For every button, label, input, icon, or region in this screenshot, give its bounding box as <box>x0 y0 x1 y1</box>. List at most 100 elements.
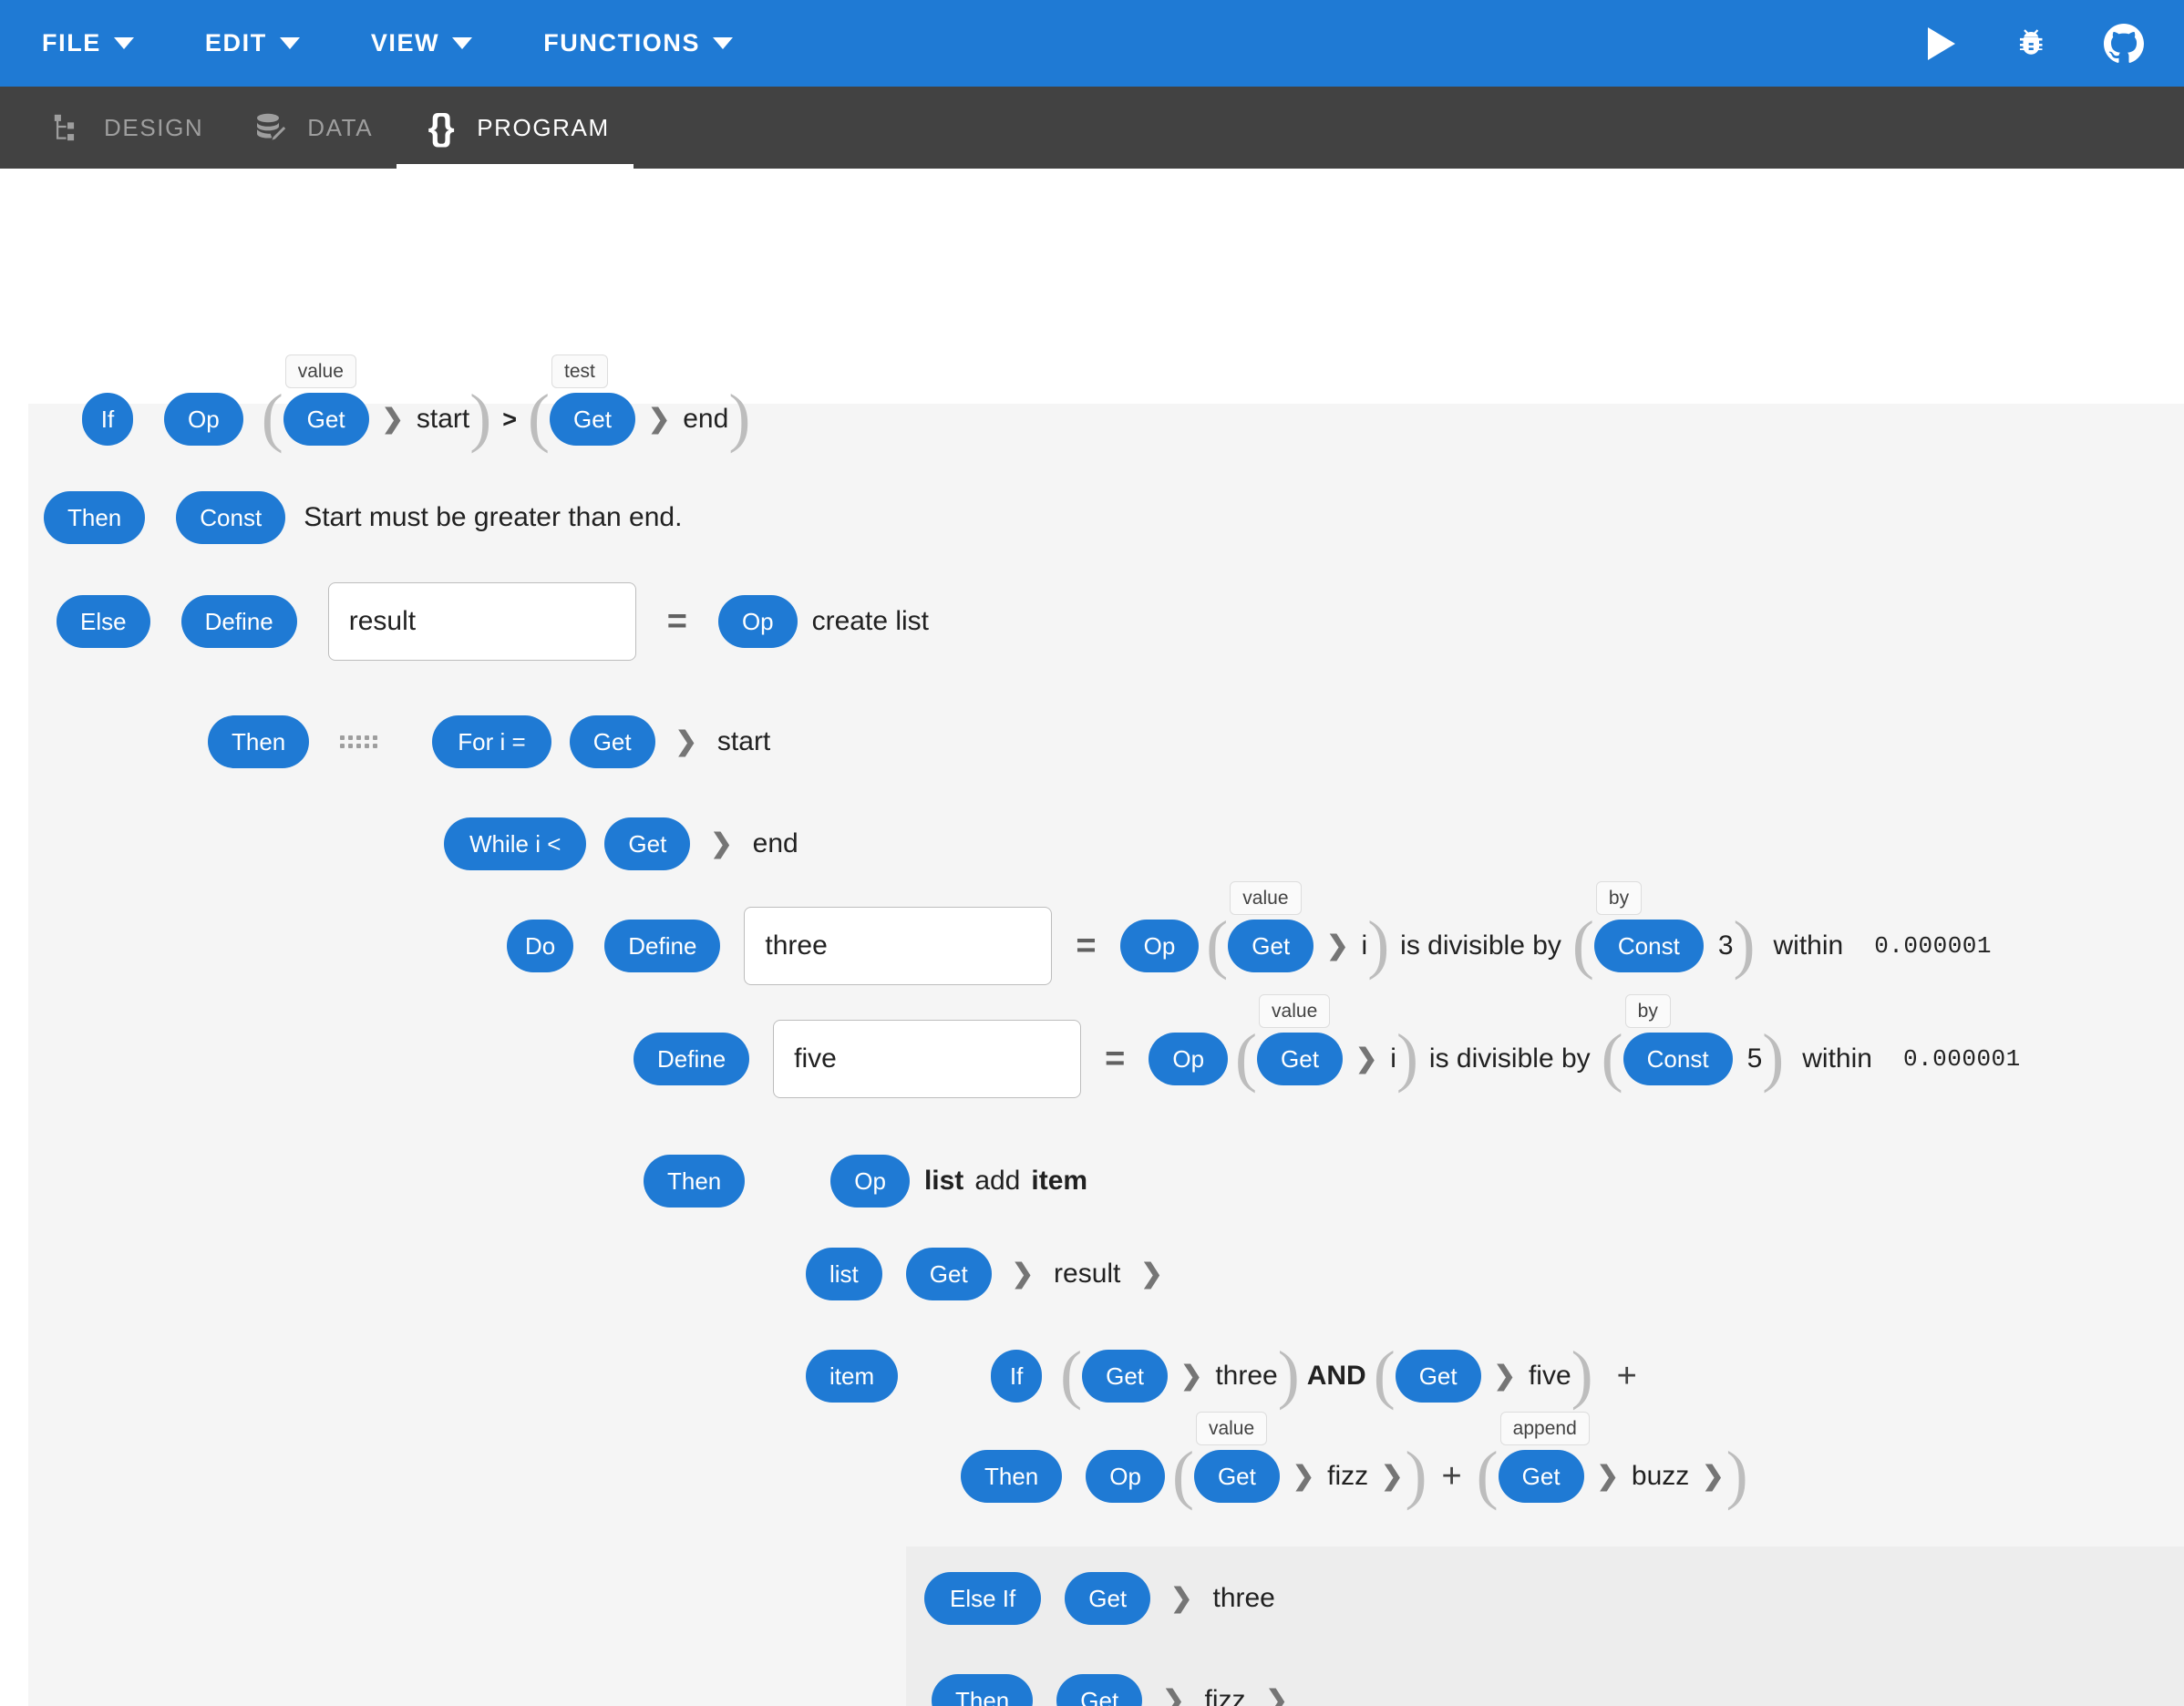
block-else[interactable]: Else <box>57 595 150 648</box>
block-then-fizz[interactable]: Then <box>932 1674 1034 1706</box>
github-button[interactable] <box>2095 15 2153 73</box>
var-three[interactable]: three <box>1215 1361 1278 1391</box>
block-get-five[interactable]: Get <box>1395 1350 1481 1403</box>
block-get-start[interactable]: Get <box>283 393 369 446</box>
var-i-five[interactable]: i <box>1390 1043 1396 1074</box>
within-label-five: within <box>1802 1043 1872 1074</box>
tab-program[interactable]: {} PROGRAM <box>397 87 634 169</box>
menu-view-label: VIEW <box>370 29 440 57</box>
var-fizz[interactable]: fizz <box>1327 1461 1369 1491</box>
run-button[interactable] <box>1912 15 1971 73</box>
block-while-i[interactable]: While i < <box>444 817 587 870</box>
chevron-right-icon: ❯ <box>1011 1259 1035 1289</box>
menu-file[interactable]: FILE <box>42 29 134 57</box>
block-op-divisible-five[interactable]: Op <box>1149 1033 1229 1085</box>
block-const-three[interactable]: Const <box>1593 920 1704 972</box>
chevron-down-icon <box>452 37 473 49</box>
tolerance-value-five[interactable]: 0.000001 <box>1902 1045 2021 1073</box>
menu-functions[interactable]: FUNCTIONS <box>543 29 734 57</box>
block-get-i-five[interactable]: Get <box>1257 1033 1343 1085</box>
const-value-five[interactable]: 5 <box>1746 1043 1763 1074</box>
var-for-start[interactable]: start <box>716 726 771 756</box>
chevron-right-icon: ❯ <box>1162 1685 1185 1706</box>
chevron-right-icon: ❯ <box>710 828 733 858</box>
operator-greater-than: > <box>502 405 518 433</box>
block-const[interactable]: Const <box>176 491 286 544</box>
var-elseif-three[interactable]: three <box>1212 1583 1275 1613</box>
socket-label-append: append <box>1499 1412 1590 1445</box>
block-get-then-fizz[interactable]: Get <box>1056 1674 1143 1706</box>
define-name-input-five[interactable]: five <box>773 1020 1082 1098</box>
chevron-down-icon <box>713 37 734 49</box>
block-elseif-three[interactable]: Else If <box>924 1572 1042 1625</box>
drag-handle[interactable] <box>340 735 378 748</box>
menu-view[interactable]: VIEW <box>370 29 473 57</box>
socket-label-value: value <box>1230 881 1302 915</box>
define-name-input-three[interactable]: three <box>744 907 1053 985</box>
block-then-listadd[interactable]: Then <box>644 1155 746 1208</box>
slot-label-list[interactable]: list <box>806 1248 882 1300</box>
block-define-five[interactable]: Define <box>634 1033 750 1085</box>
chevron-right-icon: ❯ <box>1596 1461 1619 1491</box>
block-get-i-three[interactable]: Get <box>1228 920 1314 972</box>
tolerance-value-three[interactable]: 0.000001 <box>1874 932 1993 960</box>
const-message-text[interactable]: Start must be greater than end. <box>304 502 683 532</box>
debug-button[interactable] <box>2004 15 2062 73</box>
chevron-right-icon: ❯ <box>1702 1461 1725 1491</box>
var-while-end[interactable]: end <box>752 828 798 858</box>
row-while-loop: While i < Get ❯ end <box>444 817 798 870</box>
block-op-list-add[interactable]: Op <box>830 1155 910 1208</box>
var-start[interactable]: start <box>416 404 470 434</box>
tab-design[interactable]: DESIGN <box>24 87 227 169</box>
menu-edit[interactable]: EDIT <box>205 29 300 57</box>
arg-group-value: value ( Get ❯ start ) <box>262 355 491 450</box>
arg-group-test: test ( Get ❯ end ) <box>528 355 750 450</box>
block-then-concat[interactable]: Then <box>961 1450 1063 1503</box>
arg-group-by: by ( Const 3 ) <box>1572 881 1755 977</box>
block-op-divisible-three[interactable]: Op <box>1119 920 1200 972</box>
block-if[interactable]: If <box>82 393 133 446</box>
block-do[interactable]: Do <box>507 920 574 972</box>
block-get-three[interactable]: Get <box>1082 1350 1169 1403</box>
block-op[interactable]: Op <box>164 393 243 446</box>
block-get-end[interactable]: Get <box>550 393 635 446</box>
within-label-three: within <box>1773 930 1844 961</box>
block-define-three[interactable]: Define <box>604 920 721 972</box>
block-define[interactable]: Define <box>180 595 297 648</box>
row-then-fizz: Then Get ❯ fizz ❯ <box>932 1674 1290 1706</box>
var-end[interactable]: end <box>683 404 729 434</box>
block-if-item[interactable]: If <box>991 1350 1043 1403</box>
var-five[interactable]: five <box>1528 1361 1571 1391</box>
const-value-three[interactable]: 3 <box>1717 930 1734 961</box>
block-get-elseif-three[interactable]: Get <box>1065 1572 1151 1625</box>
chevron-down-icon <box>113 37 134 49</box>
block-op-concat[interactable]: Op <box>1086 1450 1165 1503</box>
block-for-i[interactable]: For i = <box>432 715 551 768</box>
add-condition-button[interactable]: + <box>1616 1357 1637 1395</box>
block-then[interactable]: Then <box>44 491 146 544</box>
var-i-three[interactable]: i <box>1361 930 1368 961</box>
socket-label-value: value <box>284 355 356 388</box>
chevron-right-icon: ❯ <box>381 404 404 434</box>
operator-and: AND <box>1306 1361 1366 1391</box>
chevron-right-icon: ❯ <box>1170 1583 1193 1613</box>
slot-label-item[interactable]: item <box>806 1350 899 1403</box>
block-op-create-list[interactable]: Op <box>717 595 798 648</box>
var-then-fizz[interactable]: fizz <box>1204 1685 1246 1706</box>
block-get-buzz[interactable]: Get <box>1498 1450 1584 1503</box>
block-get-for-start[interactable]: Get <box>569 715 655 768</box>
block-const-five[interactable]: Const <box>1623 1033 1733 1085</box>
op-label-is-divisible-by: is divisible by <box>1400 930 1561 961</box>
tab-bar: DESIGN DATA {} PROGRAM <box>0 87 2184 169</box>
tab-data[interactable]: DATA <box>227 87 397 169</box>
socket-label-by: by <box>1595 881 1643 915</box>
block-get-fizz[interactable]: Get <box>1193 1450 1280 1503</box>
equals-sign: = <box>1105 1040 1126 1078</box>
block-get-result[interactable]: Get <box>905 1248 992 1300</box>
define-name-input-result[interactable]: result <box>327 582 636 661</box>
block-then-for[interactable]: Then <box>208 715 310 768</box>
var-result[interactable]: result <box>1054 1259 1121 1289</box>
var-buzz[interactable]: buzz <box>1631 1461 1690 1491</box>
block-get-while-end[interactable]: Get <box>604 817 691 870</box>
play-icon <box>1928 26 1955 60</box>
